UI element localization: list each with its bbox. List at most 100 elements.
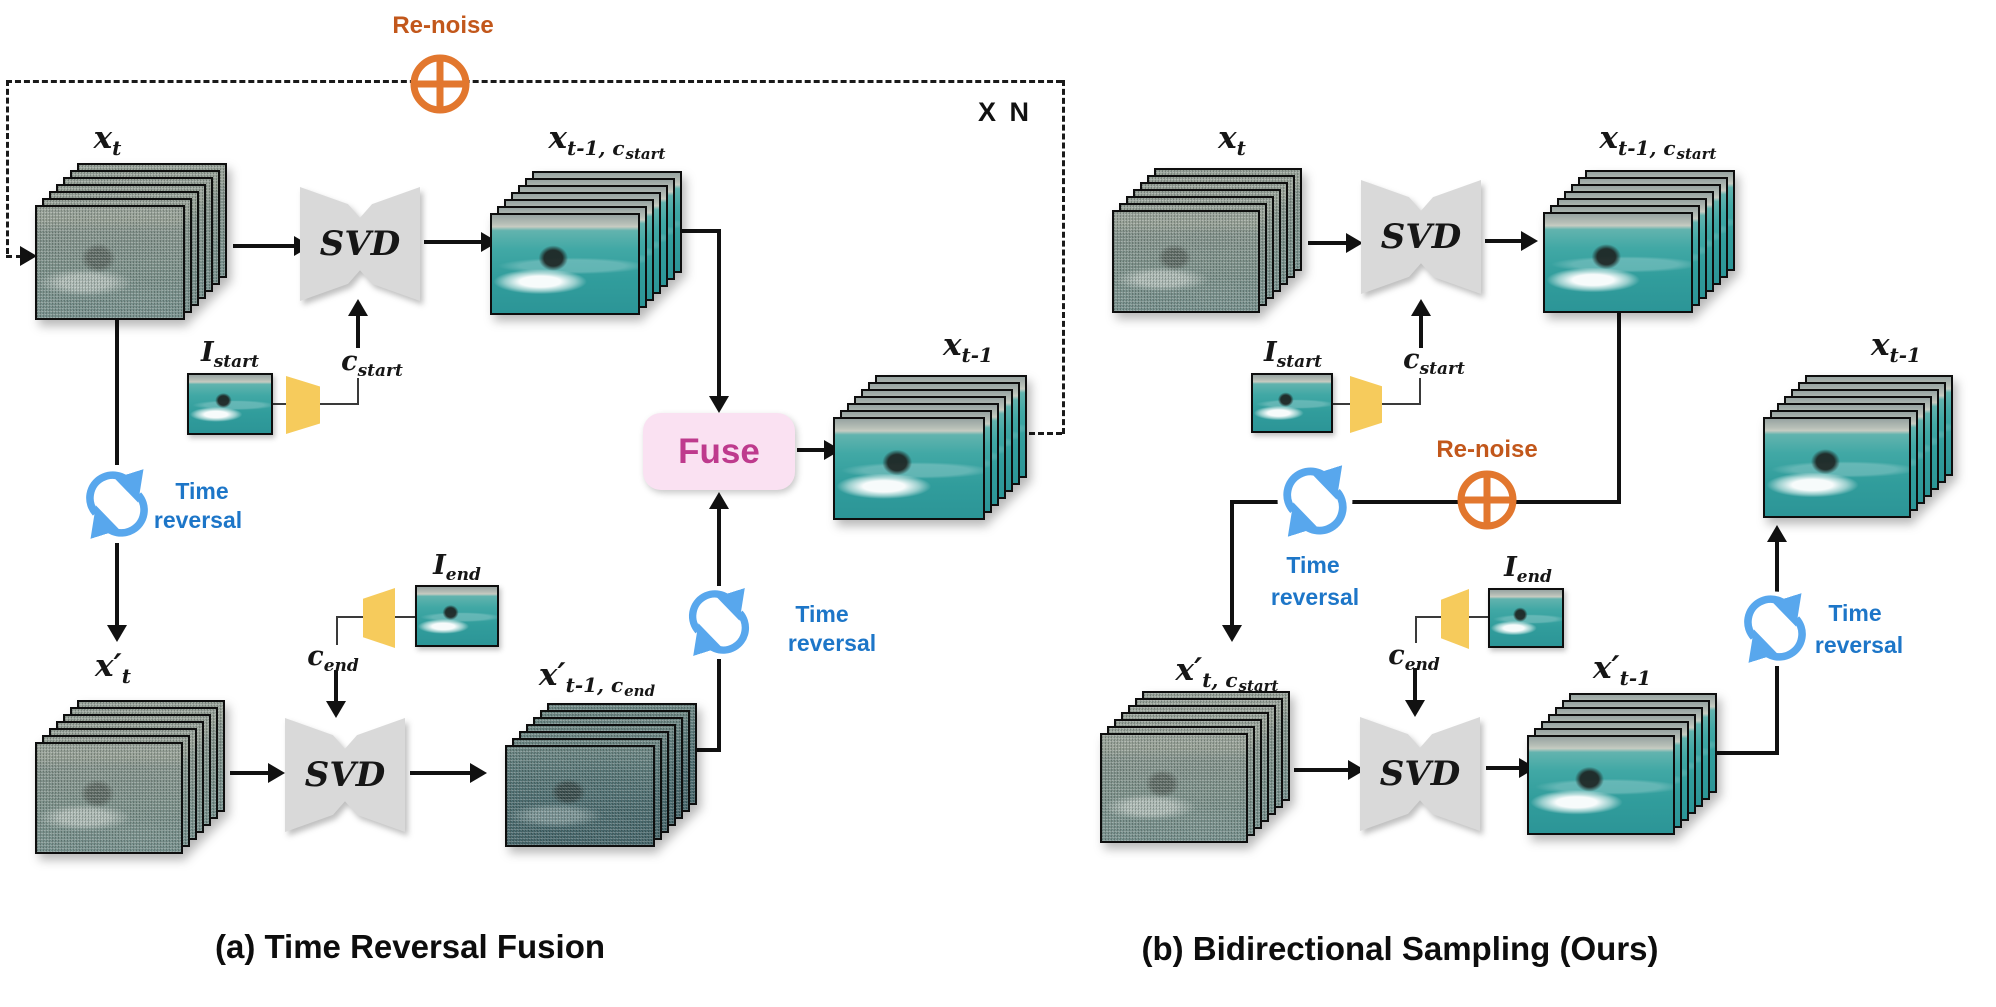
arrow-a-svd-to-xpt1ce xyxy=(410,771,470,775)
svd-label: SVD xyxy=(300,187,420,301)
line-b-encoder-out-end xyxy=(1415,616,1441,618)
line-a-iend-to-encoder xyxy=(395,616,415,618)
line-b-up-above-icon xyxy=(1775,542,1779,592)
line-a-cend-stub xyxy=(336,616,338,645)
arrow-a-svd-to-xt1cs xyxy=(424,240,481,244)
line-b-istart-to-encoder xyxy=(1333,403,1352,405)
label-b-xt: xt xyxy=(1218,120,1246,160)
line-a-cstart-stub xyxy=(357,378,359,405)
arrowhead-a-cstart-to-svd xyxy=(348,299,368,316)
video-frame xyxy=(1763,417,1911,518)
istart-image-b xyxy=(1251,373,1333,433)
line-b-cend-stub xyxy=(1415,616,1417,643)
svd-label: SVD xyxy=(1361,180,1481,294)
arrow-b-cend-to-svd xyxy=(1413,668,1417,700)
line-a-istart-to-encoder xyxy=(273,403,288,405)
label-b-cend: cend xyxy=(1388,640,1440,675)
line-a-encoder-out-end xyxy=(336,616,363,618)
time-reversal-label-b1-line2: reversal xyxy=(1270,584,1360,610)
label-a-xt1: xt-1 xyxy=(943,327,993,367)
fuse-label: Fuse xyxy=(678,431,760,471)
arrowhead-b-xt-to-svd xyxy=(1346,233,1363,253)
label-a-xt1cs: xt-1, cstart xyxy=(548,120,666,163)
renoise-label-b: Re-noise xyxy=(1436,436,1538,463)
arrowhead-a-into-fuse-top xyxy=(709,396,729,413)
line-a-xpt1ce-right xyxy=(697,748,721,752)
trapezoid-encoder-icon-a-start xyxy=(286,376,320,434)
arrow-b-xptcs-to-svd xyxy=(1294,768,1348,772)
iend-image-a xyxy=(415,585,499,647)
time-reversal-icon-a2 xyxy=(683,586,755,658)
loop-dashed-right xyxy=(1062,80,1065,434)
video-stack-b-xptcs xyxy=(1100,691,1290,843)
svd-block-a-bottom: SVD xyxy=(285,718,405,832)
video-frame xyxy=(833,417,985,520)
line-a-xt1cs-right xyxy=(674,229,721,233)
line-a-up-above-icon xyxy=(717,509,721,586)
arrowhead-b-cend-to-svd xyxy=(1405,700,1425,717)
iend-image-b xyxy=(1488,588,1564,648)
line-a-up-below-icon xyxy=(717,659,721,752)
label-b-istart: Istart xyxy=(1264,337,1322,372)
video-stack-b-xpt1 xyxy=(1527,693,1717,835)
video-frame xyxy=(1527,735,1675,835)
label-b-iend: Iend xyxy=(1504,552,1552,587)
arrowhead-b-svd-to-xt1cs xyxy=(1521,231,1538,251)
arrowhead-b-into-xptcs xyxy=(1222,625,1242,642)
fuse-box: Fuse xyxy=(643,413,795,490)
video-stack-b-xt1 xyxy=(1763,375,1953,518)
svd-block-b-top: SVD xyxy=(1361,180,1481,294)
video-stack-b-xt1cs xyxy=(1543,170,1735,313)
video-frame xyxy=(35,742,183,854)
line-a-encoder-out xyxy=(320,403,359,405)
line-b-iend-to-encoder xyxy=(1468,616,1488,618)
caption-panel-a: (a) Time Reversal Fusion xyxy=(214,928,606,965)
time-reversal-icon-a1 xyxy=(80,467,154,541)
time-reversal-label-b2-line1: Time xyxy=(1828,600,1882,626)
trapezoid-encoder-icon-b-end xyxy=(1441,589,1469,649)
arrow-a-xt-to-svd xyxy=(233,244,294,248)
svd-label: SVD xyxy=(1360,717,1480,831)
line-b-up-below-icon xyxy=(1775,666,1779,755)
time-reversal-icon-b2 xyxy=(1738,591,1812,665)
trapezoid-encoder-icon-a-end xyxy=(363,588,395,648)
label-a-istart: Istart xyxy=(201,337,259,372)
arrow-a-cstart-to-svd xyxy=(356,314,360,348)
video-stack-a-xt1cs xyxy=(490,171,682,315)
loop-dashed-connector xyxy=(1029,432,1062,435)
arrow-b-svd-to-xpt1 xyxy=(1486,766,1519,770)
label-b-xptcs: x′t, cstart xyxy=(1175,652,1279,695)
line-b-left-through-icons xyxy=(1230,500,1621,504)
video-frame xyxy=(490,213,640,315)
arrowhead-a-into-fuse-bottom xyxy=(709,492,729,509)
trapezoid-encoder-icon-b-start xyxy=(1350,376,1382,433)
arrowhead-b-into-xt1 xyxy=(1767,525,1787,542)
line-b-encoder-out xyxy=(1380,403,1421,405)
arrow-b-svd-to-xt1cs xyxy=(1485,239,1521,243)
svd-block-b-bottom: SVD xyxy=(1360,717,1480,831)
video-frame xyxy=(505,745,655,847)
label-b-cstart: cstart xyxy=(1403,344,1465,379)
line-b-cstart-stub xyxy=(1419,378,1421,405)
line-a-down-to-fuse xyxy=(717,229,721,396)
arrowhead-a-svd-to-xpt1ce xyxy=(470,763,487,783)
label-a-cstart: cstart xyxy=(341,346,403,381)
loop-dashed-arrowhead xyxy=(20,246,37,266)
caption-panel-b: (b) Bidirectional Sampling (Ours) xyxy=(1141,930,1659,967)
arrowhead-a-to-xpt xyxy=(107,625,127,642)
label-a-iend: Iend xyxy=(433,550,481,585)
arrow-b-xt-to-svd xyxy=(1308,241,1346,245)
arrowhead-a-cend-to-svd xyxy=(326,701,346,718)
label-b-xt1cs: xt-1, cstart xyxy=(1599,120,1717,163)
label-a-xpt1ce: x′t-1, cend xyxy=(538,657,656,700)
svd-label: SVD xyxy=(285,718,405,832)
arrowhead-b-cstart-to-svd xyxy=(1411,299,1431,316)
loop-count-label: X N xyxy=(978,97,1033,127)
svd-block-a-top: SVD xyxy=(300,187,420,301)
arrow-a-xpt-to-svd xyxy=(230,771,268,775)
renoise-plus-icon-b xyxy=(1457,470,1517,530)
arrow-b-cstart-to-svd xyxy=(1419,314,1423,348)
label-b-xpt1: x′t-1 xyxy=(1592,650,1652,690)
video-frame xyxy=(1112,210,1260,313)
